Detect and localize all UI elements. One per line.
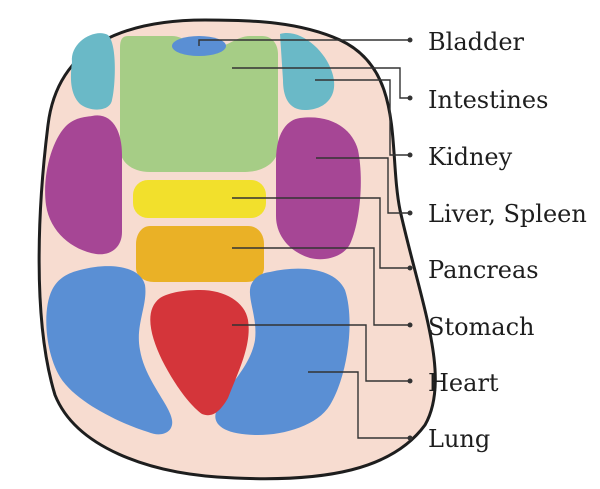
label-heart: Heart [428, 369, 499, 397]
intestines-zone [120, 36, 278, 172]
left-lung-zone [46, 266, 173, 435]
leader-dot [407, 435, 413, 441]
label-pancreas: Pancreas [428, 256, 539, 284]
stomach-heart-zone [150, 290, 249, 416]
leader-end-dots [407, 37, 413, 441]
left-side-zone [70, 33, 115, 110]
leader-lines [198, 39, 410, 439]
right-side-zone [280, 32, 335, 110]
leader-dot [407, 265, 413, 271]
leader-line-bladder [198, 39, 410, 46]
left-kidney-zone [45, 115, 122, 255]
leader-line-kidney [316, 157, 410, 214]
leader-dot [407, 322, 413, 328]
liver-spleen-zone [133, 180, 266, 218]
leader-line-stomach-heart [232, 324, 410, 382]
leader-line-intestines [232, 67, 410, 99]
label-kidney: Kidney [428, 143, 513, 171]
label-lung: Lung [428, 425, 490, 453]
leader-dot [407, 210, 413, 216]
leader-dot [407, 37, 413, 43]
label-stomach: Stomach [428, 313, 535, 341]
pancreas-zone [136, 226, 264, 282]
leader-dot [407, 152, 413, 158]
leader-line-intestines-right [315, 79, 410, 156]
leader-line-lung [308, 371, 410, 439]
leader-line-pancreas [232, 247, 410, 326]
label-bladder: Bladder [428, 28, 525, 56]
organ-labels: Bladder Intestines Kidney Liver, Spleen … [428, 28, 587, 453]
label-intestines: Intestines [428, 86, 548, 114]
label-liver-spleen: Liver, Spleen [428, 200, 587, 228]
right-kidney-zone [276, 117, 361, 260]
right-lung-zone [215, 268, 350, 435]
leader-line-liver-spleen [232, 197, 410, 269]
leader-dot [407, 95, 413, 101]
leader-dot [407, 378, 413, 384]
